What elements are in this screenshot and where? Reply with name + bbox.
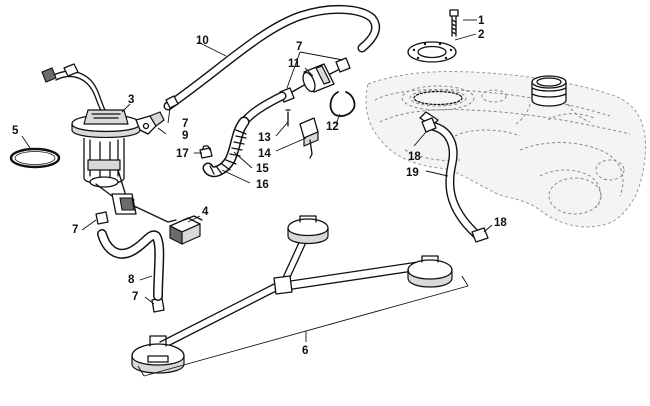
filter-outlet-hose — [239, 91, 287, 127]
callout-5: 5 — [12, 125, 19, 137]
callout-7-top: 7 — [296, 41, 302, 53]
callout-7-top-left: 7 — [182, 118, 188, 130]
leader-lines — [21, 19, 493, 377]
clamp-part-18-top — [421, 117, 437, 133]
callout-7-bottom: 7 — [132, 291, 138, 303]
callout-6: 6 — [302, 345, 308, 357]
float-part-4 — [169, 215, 203, 245]
snap-ring-part-12 — [329, 91, 356, 117]
callout-13: 13 — [258, 132, 271, 144]
callout-18-lower: 18 — [494, 217, 507, 229]
hose-clamp-part-7-left — [95, 211, 109, 225]
fuel-hose-part-8 — [97, 229, 165, 301]
clamp-part-17 — [199, 145, 213, 159]
fuel-tank-outline — [365, 71, 647, 228]
coiled-hose-part-16 — [202, 116, 250, 178]
bracket-part-14 — [285, 109, 319, 159]
callout-18-upper: 18 — [408, 151, 421, 163]
callout-1: 1 — [478, 15, 485, 27]
screw-part-1 — [449, 9, 459, 37]
callout-19: 19 — [406, 167, 419, 179]
callout-14: 14 — [258, 148, 271, 160]
inline-fuel-filter-part-11 — [291, 63, 339, 93]
o-ring-part-5 — [9, 147, 61, 169]
callout-12: 12 — [326, 121, 339, 133]
callout-9: 9 — [182, 130, 188, 142]
callout-7-left: 7 — [72, 224, 78, 236]
elbow-fitting-part-9 — [135, 111, 165, 135]
tank-hose-part-19 — [427, 121, 481, 239]
callout-17: 17 — [176, 148, 189, 160]
fuel-pickup-manifold-part-6 — [131, 215, 453, 374]
pump-mounting-ring-part-2 — [407, 41, 457, 63]
callout-8: 8 — [128, 274, 135, 286]
supply-hose-part-10 — [163, 4, 381, 111]
callout-15: 15 — [256, 163, 269, 175]
callout-10: 10 — [196, 35, 209, 47]
callout-2: 2 — [478, 29, 484, 41]
callout-11: 11 — [288, 58, 301, 70]
fuel-pump-assembly-part-3 — [41, 63, 177, 223]
callout-labels: 1 2 3 4 5 6 7 7 7 7 8 9 10 11 12 13 14 1… — [12, 15, 507, 357]
callout-16: 16 — [256, 179, 269, 191]
callout-3: 3 — [128, 94, 134, 106]
callout-4: 4 — [202, 206, 209, 218]
